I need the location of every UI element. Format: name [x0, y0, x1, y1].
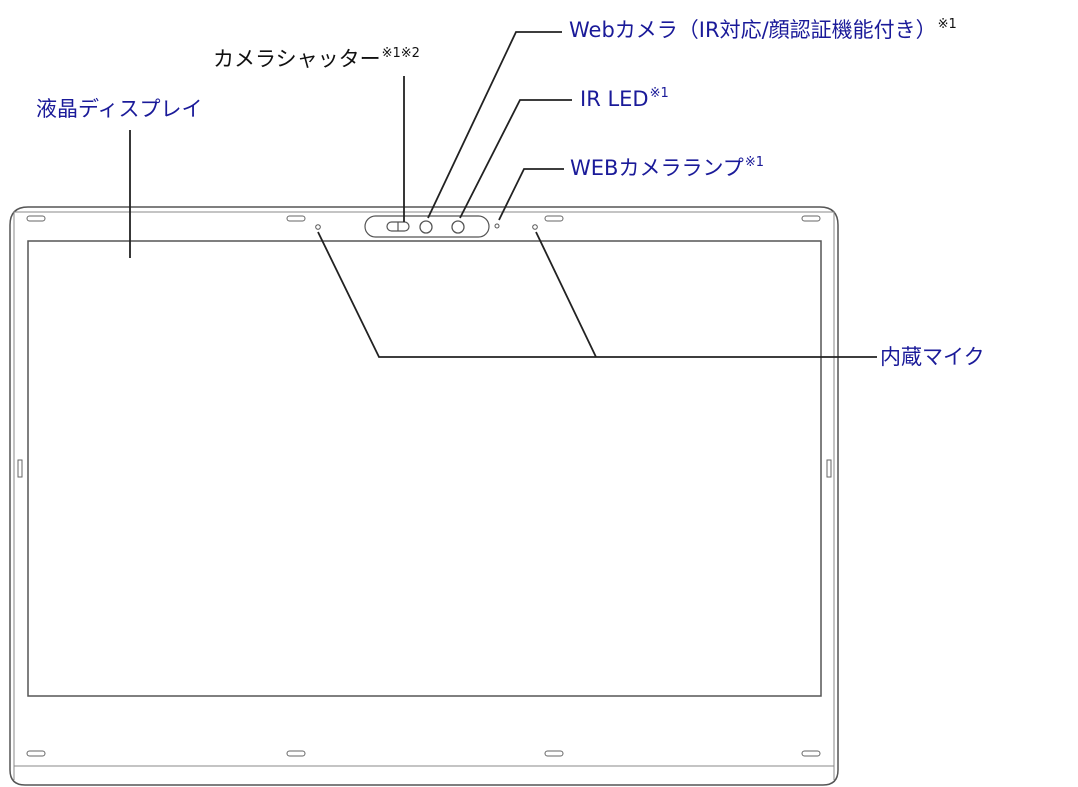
bumper-top-center-left — [286, 215, 306, 222]
camera-lamp-dot — [494, 223, 500, 229]
mic-hole-left — [315, 224, 321, 230]
label-lcd-display[interactable]: 液晶ディスプレイ — [36, 96, 203, 122]
side-tab-right — [826, 459, 832, 478]
label-lcd-display-text: 液晶ディスプレイ — [36, 97, 203, 121]
leader-mic-right — [535, 231, 597, 358]
label-internal-mic-text: 内蔵マイク — [880, 345, 985, 369]
webcam-lens — [419, 220, 433, 234]
bumper-bottom-center-left — [286, 750, 306, 757]
leader-cam-lamp — [498, 168, 564, 221]
bumper-top-center-right — [544, 215, 564, 222]
leader-webcam — [427, 31, 562, 219]
label-camera-shutter: カメラシャッター※1※2 — [213, 46, 420, 76]
bumper-bottom-right — [801, 750, 821, 757]
mic-hole-right — [532, 224, 538, 230]
label-ir-led-note: ※1 — [649, 86, 669, 101]
ir-led-lens — [451, 220, 465, 234]
label-internal-mic[interactable]: 内蔵マイク — [880, 344, 985, 370]
label-webcam-lamp-text: WEBカメラランプ — [570, 156, 744, 180]
label-webcam-note: ※1 — [937, 17, 957, 32]
lcd-screen — [27, 240, 822, 697]
label-webcam-lamp-note: ※1 — [744, 155, 764, 170]
bezel-edge — [13, 211, 835, 780]
label-webcam[interactable]: Webカメラ（IR対応/顔認証機能付き）※1 — [569, 17, 957, 47]
label-webcam-text: Webカメラ（IR対応/顔認証機能付き） — [569, 18, 937, 42]
leader-mic — [317, 231, 877, 358]
label-ir-led-text: IR LED — [580, 87, 649, 111]
bumper-top-right — [801, 215, 821, 222]
bumper-bottom-left — [26, 750, 46, 757]
bumper-bottom-center-right — [544, 750, 564, 757]
bumper-top-left — [26, 215, 46, 222]
label-camera-shutter-text: カメラシャッター — [213, 47, 381, 71]
leader-ir-led — [459, 99, 572, 219]
label-ir-led[interactable]: IR LED※1 — [580, 86, 669, 116]
side-tab-left — [17, 459, 23, 478]
label-webcam-lamp[interactable]: WEBカメラランプ※1 — [570, 155, 764, 185]
label-camera-shutter-note: ※1※2 — [381, 46, 420, 61]
